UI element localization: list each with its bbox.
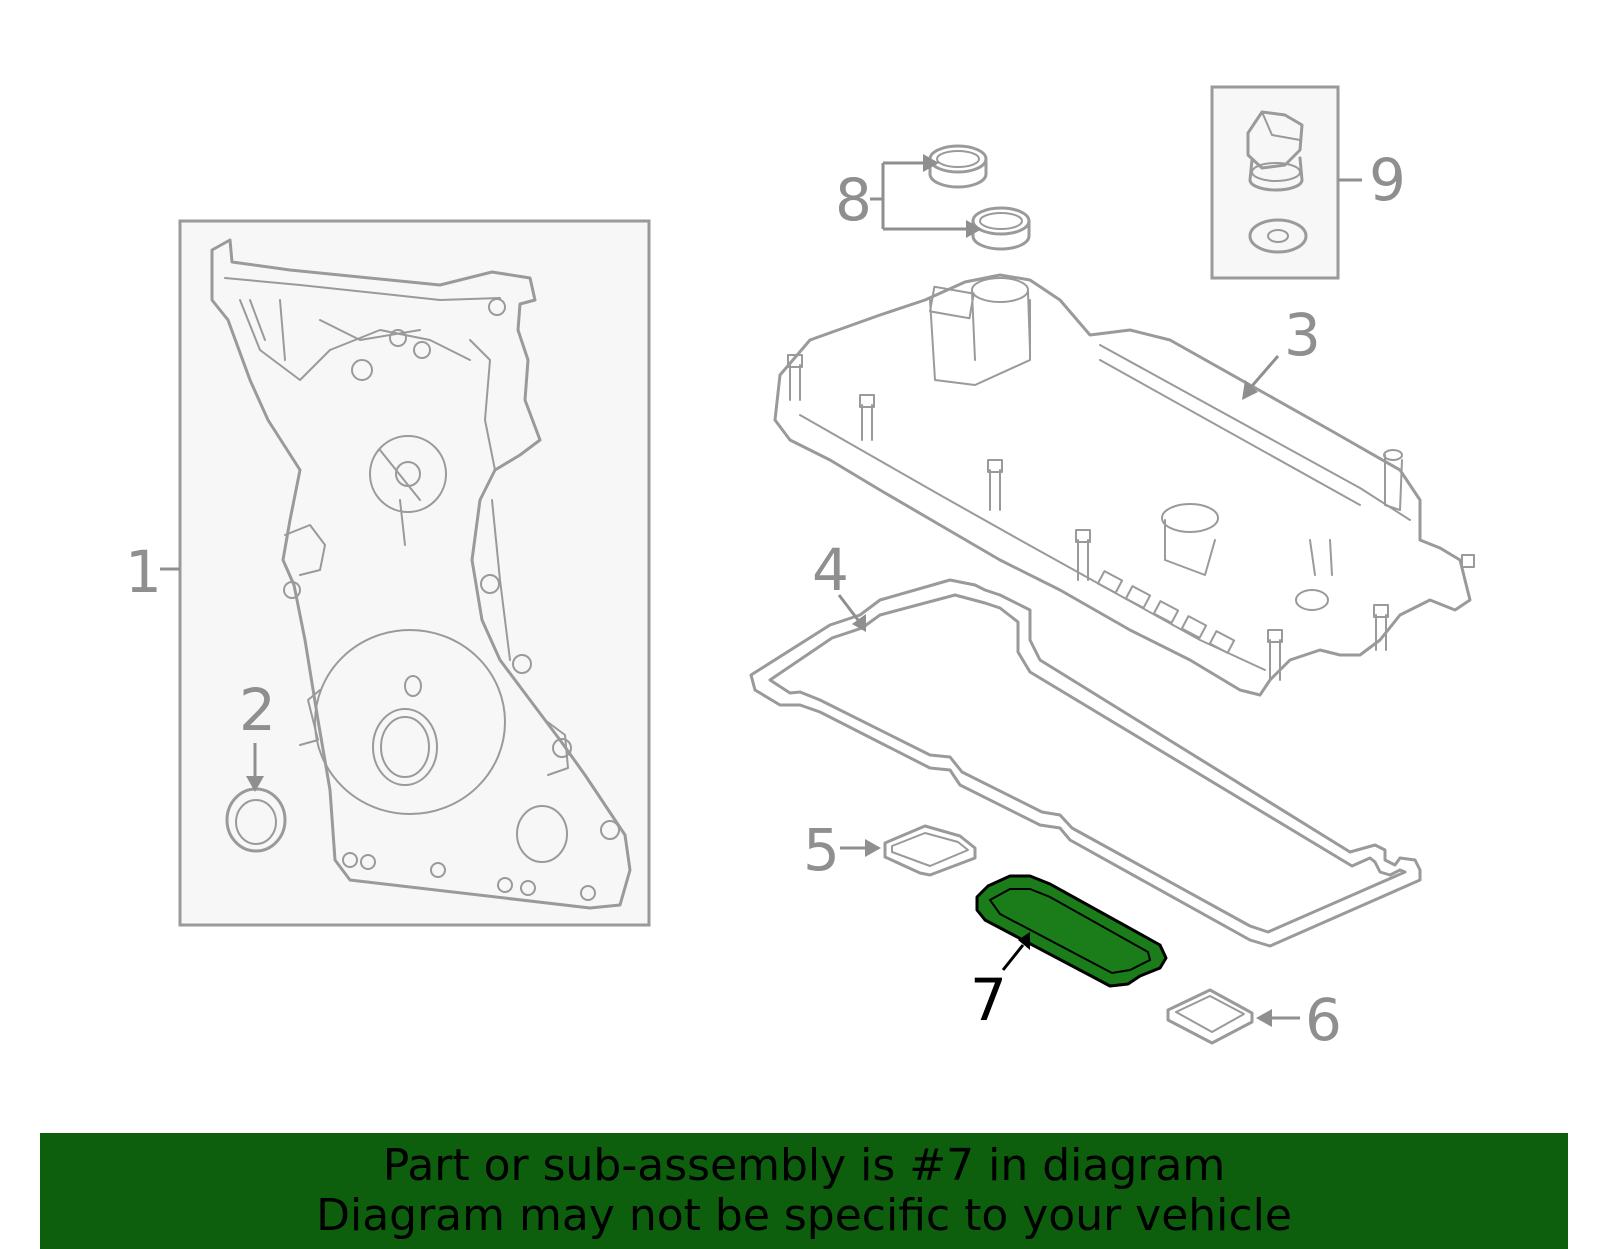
- callout-8: 8: [835, 154, 982, 238]
- part-4-valve-cover-gasket[interactable]: [749, 578, 1422, 948]
- valve-cover-windows: [1096, 570, 1236, 654]
- part-5-gasket[interactable]: [883, 824, 977, 877]
- callout-label-6: 6: [1305, 986, 1342, 1054]
- banner-line-1: Part or sub-assembly is #7 in diagram: [382, 1140, 1226, 1191]
- callout-6: 6: [1256, 986, 1342, 1054]
- callout-label-7: 7: [970, 966, 1007, 1034]
- part-3-valve-cover[interactable]: [773, 273, 1475, 697]
- part-8-rings[interactable]: [928, 144, 1031, 251]
- callout-9: 9: [1338, 146, 1406, 214]
- callout-label-2: 2: [239, 676, 276, 744]
- callout-label-8: 8: [835, 166, 872, 234]
- callout-5: 5: [803, 816, 881, 884]
- valve-cover-studs: [787, 354, 1475, 681]
- part-6-gasket[interactable]: [1166, 988, 1254, 1045]
- callout-label-1: 1: [125, 538, 162, 606]
- banner-line-2: Diagram may not be specific to your vehi…: [316, 1190, 1292, 1241]
- callout-7: 7: [970, 932, 1030, 1034]
- info-banner: Part or sub-assembly is #7 in diagram Di…: [40, 1133, 1568, 1249]
- callout-4: 4: [812, 536, 866, 632]
- callout-label-3: 3: [1284, 301, 1321, 369]
- callout-2: 2: [239, 676, 276, 792]
- callout-3: 3: [1242, 301, 1321, 400]
- callout-1: 1: [125, 538, 180, 606]
- callout-label-9: 9: [1369, 146, 1406, 214]
- part-9-oil-cap[interactable]: [1210, 85, 1340, 280]
- callout-label-4: 4: [812, 536, 849, 604]
- part-1-timing-cover[interactable]: [178, 219, 651, 927]
- callout-label-5: 5: [803, 816, 840, 884]
